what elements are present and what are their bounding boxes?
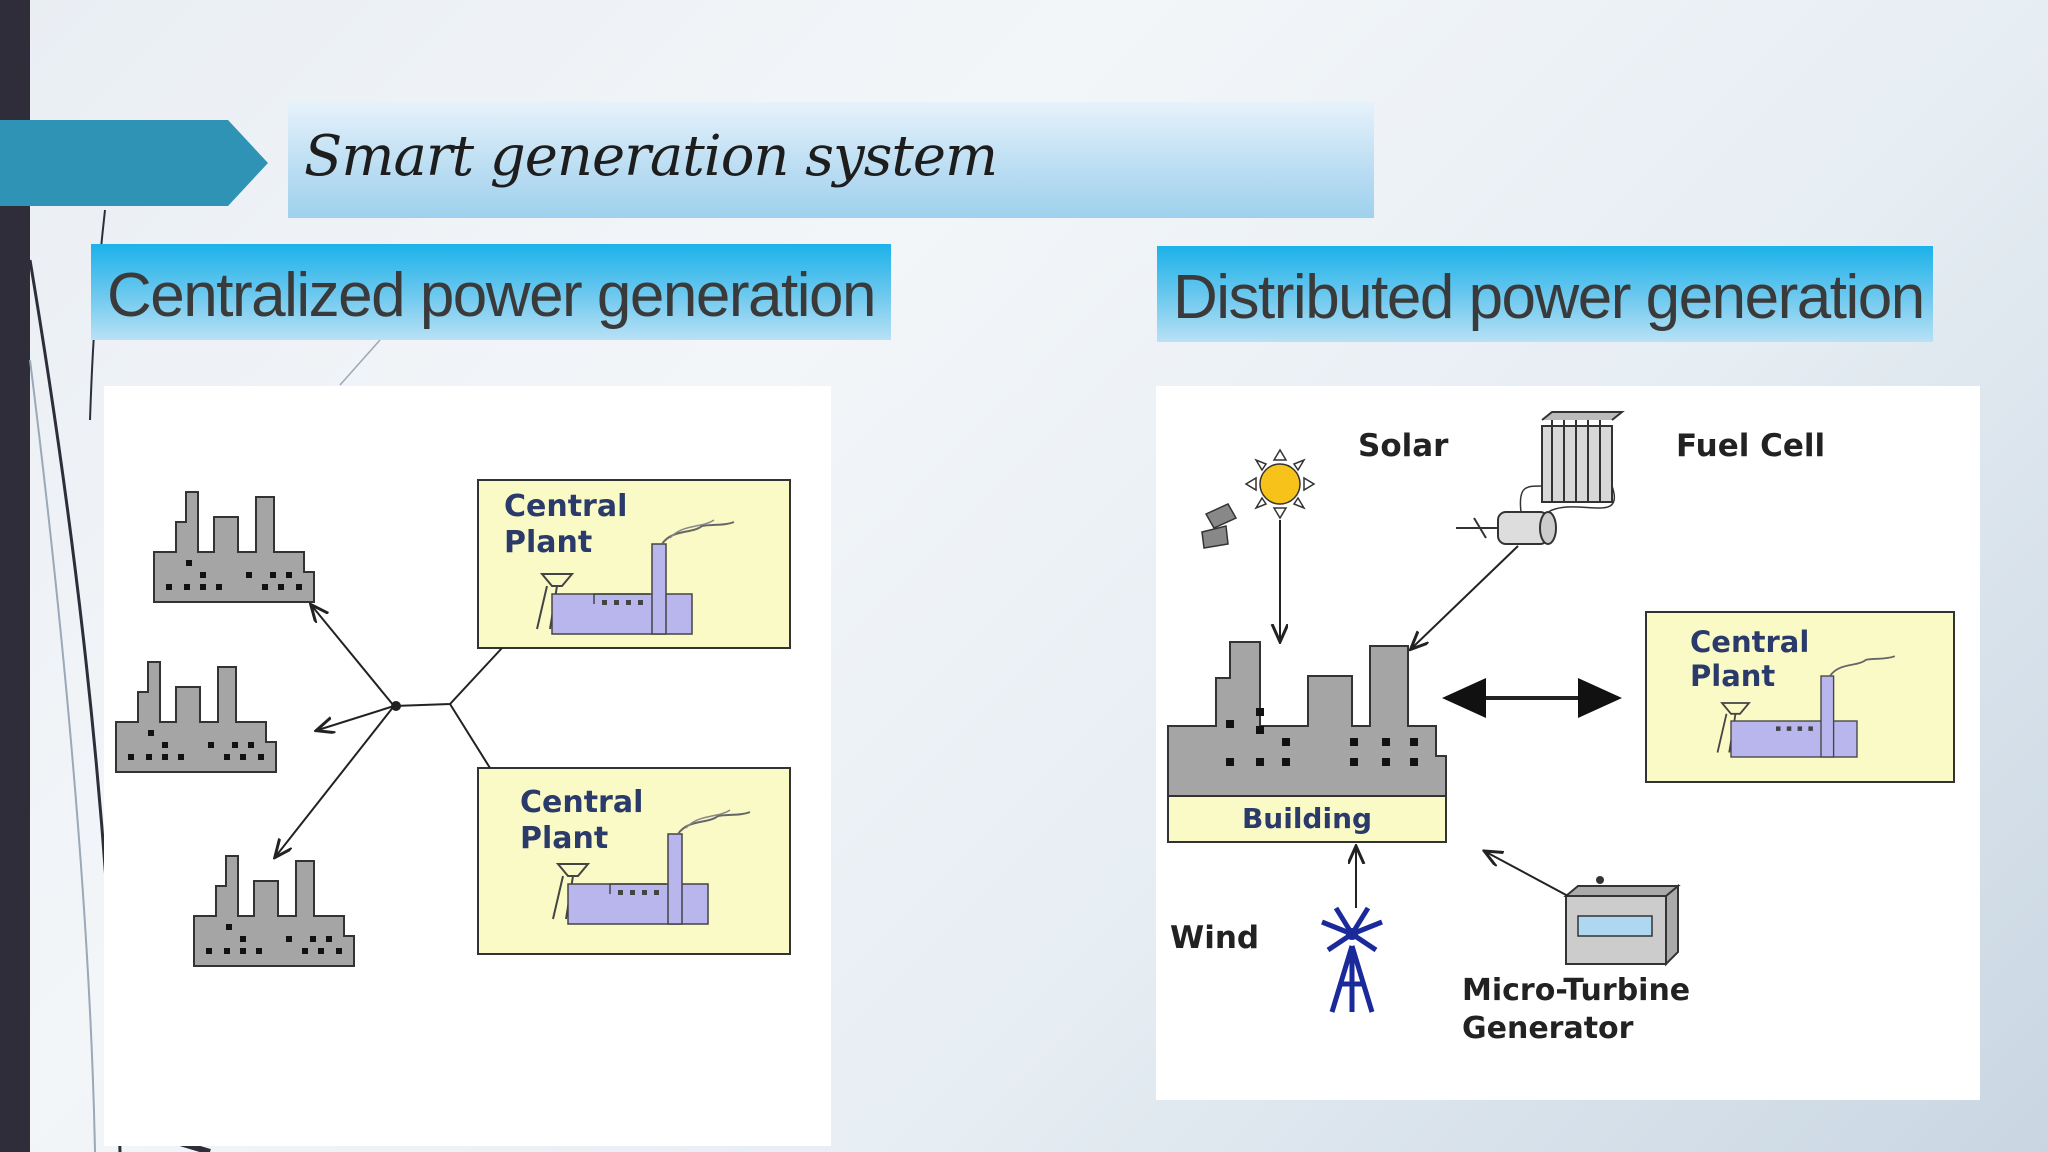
micro-turbine-label: Micro-Turbine	[1462, 973, 1690, 1008]
central-plant-box: Central Plant	[477, 479, 791, 649]
sun-icon	[1244, 448, 1316, 520]
centralized-diagram-panel: Central Plant Central Plant	[104, 386, 831, 1146]
fuel-cell-icon	[1456, 411, 1625, 545]
solar-panel-icon	[1201, 503, 1238, 549]
svg-text:Central: Central	[520, 785, 643, 820]
distributed-diagram-panel: Solar Fuel Cell Building	[1156, 386, 1980, 1100]
svg-text:Plant: Plant	[1690, 659, 1775, 693]
fuel-cell-label: Fuel Cell	[1676, 428, 1825, 464]
centralized-heading: Centralized power generation	[107, 261, 876, 330]
central-plant-box: Central Plant	[477, 767, 791, 955]
svg-text:Central: Central	[504, 489, 627, 524]
central-plant-box: Central Plant	[1645, 611, 1955, 783]
distribution-lines	[276, 606, 503, 856]
svg-text:Plant: Plant	[504, 525, 592, 560]
distributed-heading-bar: Distributed power generation	[1157, 246, 1933, 342]
svg-text:Plant: Plant	[520, 821, 608, 856]
generator-label: Generator	[1462, 1011, 1634, 1046]
wind-turbine-icon	[1321, 906, 1383, 1013]
building-icon: Building	[1167, 641, 1447, 843]
title-arrow-tab	[0, 120, 268, 206]
centralized-heading-bar: Centralized power generation	[91, 244, 891, 340]
solar-label: Solar	[1358, 428, 1449, 464]
factory-icon	[115, 661, 277, 773]
wind-label: Wind	[1170, 920, 1259, 956]
connection-arrows	[1280, 520, 1622, 908]
factory-icon	[193, 855, 355, 967]
distributed-heading: Distributed power generation	[1173, 263, 1925, 332]
slide-title: Smart generation system	[304, 124, 998, 189]
factory-icon	[153, 491, 315, 603]
micro-turbine-icon	[1563, 876, 1681, 967]
building-label: Building	[1242, 802, 1372, 835]
slide-title-box: Smart generation system	[288, 102, 1374, 218]
svg-text:Central: Central	[1690, 625, 1809, 659]
